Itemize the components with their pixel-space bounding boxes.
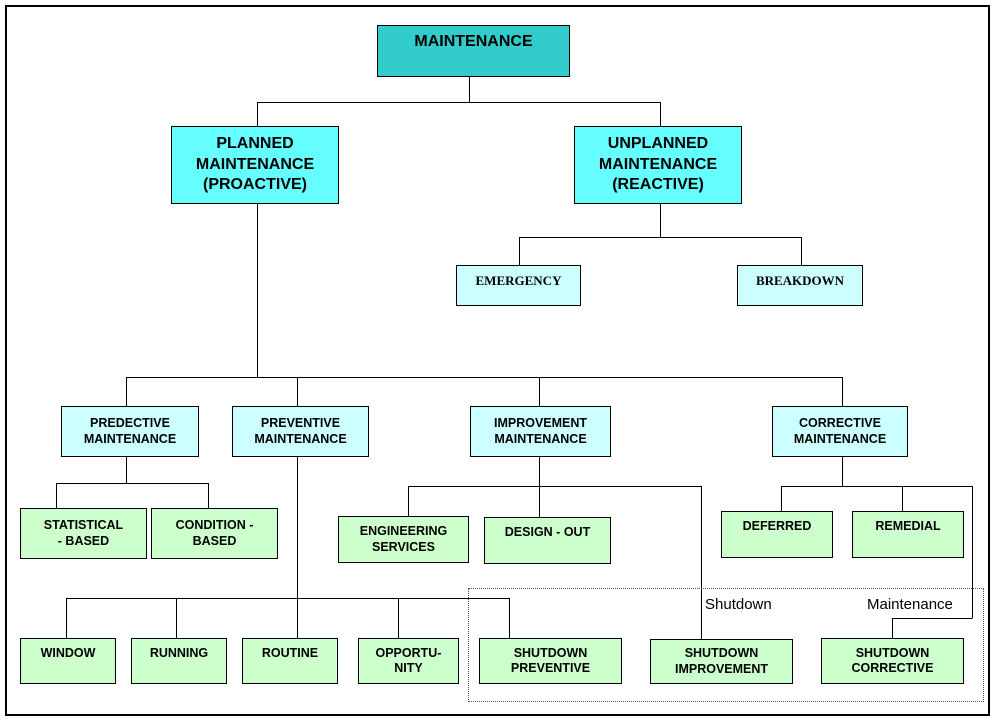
node-emergency: EMERGENCY bbox=[456, 265, 581, 306]
node-shutdown-preventive: SHUTDOWN PREVENTIVE bbox=[479, 638, 622, 684]
group-label-maintenance: Maintenance bbox=[867, 596, 953, 613]
node-improvement-maintenance: IMPROVEMENT MAINTENANCE bbox=[470, 406, 611, 457]
node-running: RUNNING bbox=[131, 638, 227, 684]
node-condition-based: CONDITION - BASED bbox=[151, 508, 278, 559]
node-deferred: DEFERRED bbox=[721, 511, 833, 558]
node-planned-maintenance: PLANNED MAINTENANCE (PROACTIVE) bbox=[171, 126, 339, 204]
node-opportunity: OPPORTU- NITY bbox=[358, 638, 459, 684]
node-predective-maintenance: PREDECTIVE MAINTENANCE bbox=[61, 406, 199, 457]
node-statistical-based: STATISTICAL - BASED bbox=[20, 508, 147, 559]
node-unplanned-maintenance: UNPLANNED MAINTENANCE (REACTIVE) bbox=[574, 126, 742, 204]
node-maintenance: MAINTENANCE bbox=[377, 25, 570, 77]
node-routine: ROUTINE bbox=[242, 638, 338, 684]
node-shutdown-corrective: SHUTDOWN CORRECTIVE bbox=[821, 638, 964, 684]
shutdown-maintenance-group bbox=[468, 588, 984, 702]
diagram-frame bbox=[5, 5, 990, 716]
node-preventive-maintenance: PREVENTIVE MAINTENANCE bbox=[232, 406, 369, 457]
group-label-shutdown: Shutdown bbox=[705, 596, 772, 613]
node-engineering-services: ENGINEERING SERVICES bbox=[338, 516, 469, 563]
node-remedial: REMEDIAL bbox=[852, 511, 964, 558]
node-corrective-maintenance: CORRECTIVE MAINTENANCE bbox=[772, 406, 908, 457]
node-design-out: DESIGN - OUT bbox=[484, 517, 611, 564]
node-shutdown-improvement: SHUTDOWN IMPROVEMENT bbox=[650, 639, 793, 684]
node-breakdown: BREAKDOWN bbox=[737, 265, 863, 306]
node-window: WINDOW bbox=[20, 638, 116, 684]
